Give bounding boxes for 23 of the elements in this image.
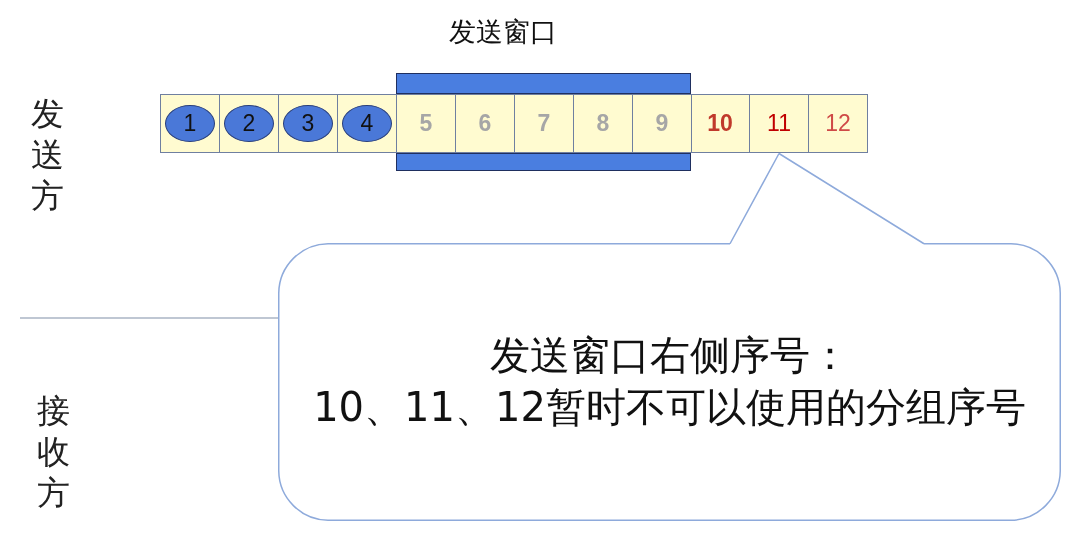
sequence-slot	[219, 94, 279, 153]
sequence-slot	[160, 94, 220, 153]
sequence-slot	[278, 94, 338, 153]
sequence-slot	[337, 94, 397, 153]
callout-bubble	[278, 243, 1061, 521]
numbered-oval: 4	[342, 105, 392, 142]
sequence-slot: 12	[808, 94, 868, 153]
sequence-slot: 8	[573, 94, 633, 153]
side-label: 发送方	[31, 93, 65, 216]
sequence-slot: 6	[455, 94, 515, 153]
sequence-slot: 5	[396, 94, 456, 153]
numbered-oval: 3	[283, 105, 333, 142]
sequence-slot: 7	[514, 94, 574, 153]
sequence-slot: 10	[690, 94, 750, 153]
side-label: 接收方	[37, 390, 71, 513]
sequence-slot: 9	[632, 94, 692, 153]
sequence-slot: 11	[749, 94, 809, 153]
callout-text: 发送窗口右侧序号：	[489, 331, 850, 380]
numbered-oval: 2	[224, 105, 274, 142]
callout-pointer	[729, 152, 925, 245]
numbered-oval: 1	[165, 105, 215, 142]
window-title: 发送窗口	[449, 15, 557, 49]
callout-text: 10、11、12暂时不可以使用的分组序号	[313, 383, 1026, 432]
